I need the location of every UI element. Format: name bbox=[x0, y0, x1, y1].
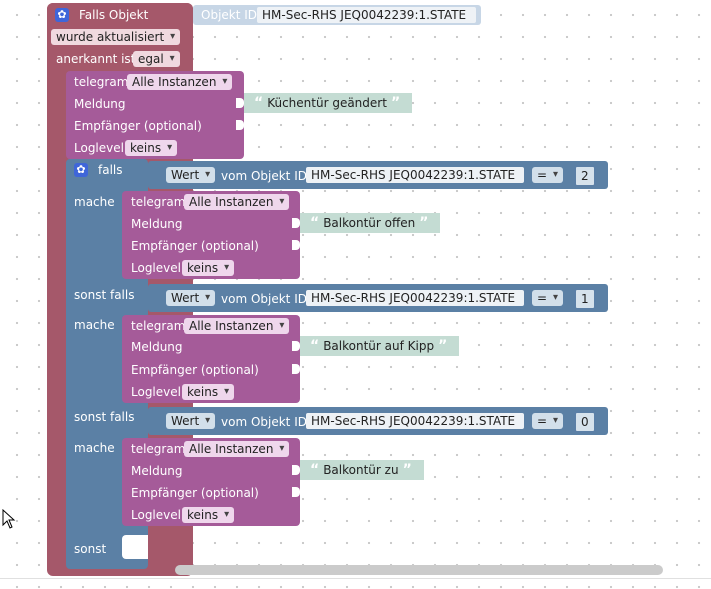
instance-dropdown-1[interactable]: Alle Instanzen bbox=[184, 194, 290, 210]
object-id-field-2[interactable] bbox=[306, 290, 524, 306]
quote-close-icon: ” bbox=[402, 462, 412, 478]
quote-open-icon: “ bbox=[310, 215, 320, 231]
object-id-field-3[interactable] bbox=[306, 413, 524, 429]
message-label: Meldung bbox=[74, 97, 126, 111]
object-id-3: HM-Sec-RHS JEQ0042239:1.STATE bbox=[311, 414, 516, 428]
ack-label: anerkannt ist bbox=[56, 52, 136, 66]
message-text-block-1[interactable]: “Balkontür offen” bbox=[300, 213, 441, 233]
event-title: Falls Objekt bbox=[79, 8, 149, 22]
if-gear-icon[interactable]: ✿ bbox=[74, 163, 88, 177]
instance-dropdown[interactable]: Alle Instanzen bbox=[127, 74, 233, 90]
horizontal-scrollbar[interactable] bbox=[175, 565, 663, 575]
quote-open-icon: “ bbox=[310, 462, 320, 478]
recipient-label-2: Empfänger (optional) bbox=[131, 363, 259, 377]
message-label-1: Meldung bbox=[131, 217, 183, 231]
compare-value-1[interactable]: 2 bbox=[574, 165, 596, 187]
message-text-block-2[interactable]: “Balkontür auf Kipp” bbox=[300, 336, 460, 356]
recipient-label: Empfänger (optional) bbox=[74, 119, 202, 133]
object-id-value-field[interactable] bbox=[257, 7, 476, 23]
else-label: sonst bbox=[74, 542, 107, 556]
compare-value-2[interactable]: 1 bbox=[574, 288, 596, 310]
from-object-label-2: vom Objekt ID bbox=[221, 292, 307, 306]
quote-open-icon: “ bbox=[254, 95, 264, 111]
elseif-label-2: sonst falls bbox=[74, 288, 135, 302]
message-text-block[interactable]: “Küchentür geändert” bbox=[244, 93, 413, 113]
instance-dropdown-2[interactable]: Alle Instanzen bbox=[184, 318, 290, 334]
mouse-cursor-icon bbox=[2, 509, 16, 529]
message-text-3[interactable]: Balkontür zu bbox=[323, 463, 399, 477]
do-label-3: mache bbox=[74, 441, 115, 455]
message-text-block-3[interactable]: “Balkontür zu” bbox=[300, 460, 424, 480]
message-socket-2 bbox=[292, 341, 300, 351]
telegram-label: telegram bbox=[74, 75, 129, 89]
object-id-label: Objekt ID bbox=[201, 8, 258, 22]
value-dropdown-2[interactable]: Wert bbox=[166, 290, 216, 306]
recipient-socket-2 bbox=[292, 364, 300, 374]
message-socket-3 bbox=[292, 465, 300, 475]
message-label-3: Meldung bbox=[131, 464, 183, 478]
message-text-1[interactable]: Balkontür offen bbox=[323, 216, 416, 230]
elseif-label-3: sonst falls bbox=[74, 410, 135, 424]
quote-close-icon: ” bbox=[419, 215, 429, 231]
loglevel-dropdown-3[interactable]: keins bbox=[182, 507, 235, 523]
value-dropdown-1[interactable]: Wert bbox=[166, 167, 216, 183]
operator-dropdown-1[interactable]: = bbox=[532, 167, 564, 183]
event-block-header bbox=[47, 3, 193, 27]
object-id-field-1[interactable] bbox=[306, 167, 524, 183]
message-socket bbox=[236, 98, 244, 108]
from-object-label-3: vom Objekt ID bbox=[221, 415, 307, 429]
recipient-label-1: Empfänger (optional) bbox=[131, 239, 259, 253]
recipient-socket-1 bbox=[292, 240, 300, 250]
value-dropdown-3[interactable]: Wert bbox=[166, 413, 216, 429]
message-text-2[interactable]: Balkontür auf Kipp bbox=[323, 339, 435, 353]
quote-close-icon: ” bbox=[390, 95, 401, 111]
quote-close-icon: ” bbox=[438, 338, 448, 354]
operator-dropdown-3[interactable]: = bbox=[532, 413, 564, 429]
message-label-2: Meldung bbox=[131, 340, 183, 354]
object-id-2: HM-Sec-RHS JEQ0042239:1.STATE bbox=[311, 291, 516, 305]
loglevel-label-3: Loglevel bbox=[131, 508, 181, 522]
telegram-label-1: telegram bbox=[131, 195, 186, 209]
ack-dropdown[interactable]: egal bbox=[133, 51, 180, 67]
loglevel-dropdown-1[interactable]: keins bbox=[182, 260, 235, 276]
do-label-1: mache bbox=[74, 195, 115, 209]
loglevel-label-1: Loglevel bbox=[131, 261, 181, 275]
recipient-socket-3 bbox=[292, 487, 300, 497]
do-label-2: mache bbox=[74, 318, 115, 332]
workspace-bottom-line bbox=[0, 578, 711, 579]
quote-open-icon: “ bbox=[310, 338, 320, 354]
if-label: falls bbox=[98, 163, 123, 177]
compare-value-3[interactable]: 0 bbox=[574, 411, 596, 433]
telegram-label-3: telegram bbox=[131, 442, 186, 456]
from-object-label-1: vom Objekt ID bbox=[221, 169, 307, 183]
loglevel-label: Loglevel bbox=[74, 141, 124, 155]
instance-dropdown-3[interactable]: Alle Instanzen bbox=[184, 441, 290, 457]
recipient-label-3: Empfänger (optional) bbox=[131, 486, 259, 500]
loglevel-dropdown[interactable]: keins bbox=[125, 140, 178, 156]
else-statement-slot[interactable] bbox=[122, 535, 148, 559]
message-socket-1 bbox=[292, 218, 300, 228]
object-id-1: HM-Sec-RHS JEQ0042239:1.STATE bbox=[311, 168, 516, 182]
message-text[interactable]: Küchentür geändert bbox=[267, 96, 387, 110]
loglevel-dropdown-2[interactable]: keins bbox=[182, 384, 235, 400]
gear-icon[interactable]: ✿ bbox=[55, 8, 69, 22]
telegram-label-2: telegram bbox=[131, 319, 186, 333]
operator-dropdown-2[interactable]: = bbox=[532, 290, 564, 306]
trigger-dropdown[interactable]: wurde aktualisiert bbox=[51, 29, 181, 45]
recipient-socket bbox=[236, 120, 244, 130]
object-id-value: HM-Sec-RHS JEQ0042239:1.STATE bbox=[262, 8, 467, 22]
loglevel-label-2: Loglevel bbox=[131, 385, 181, 399]
